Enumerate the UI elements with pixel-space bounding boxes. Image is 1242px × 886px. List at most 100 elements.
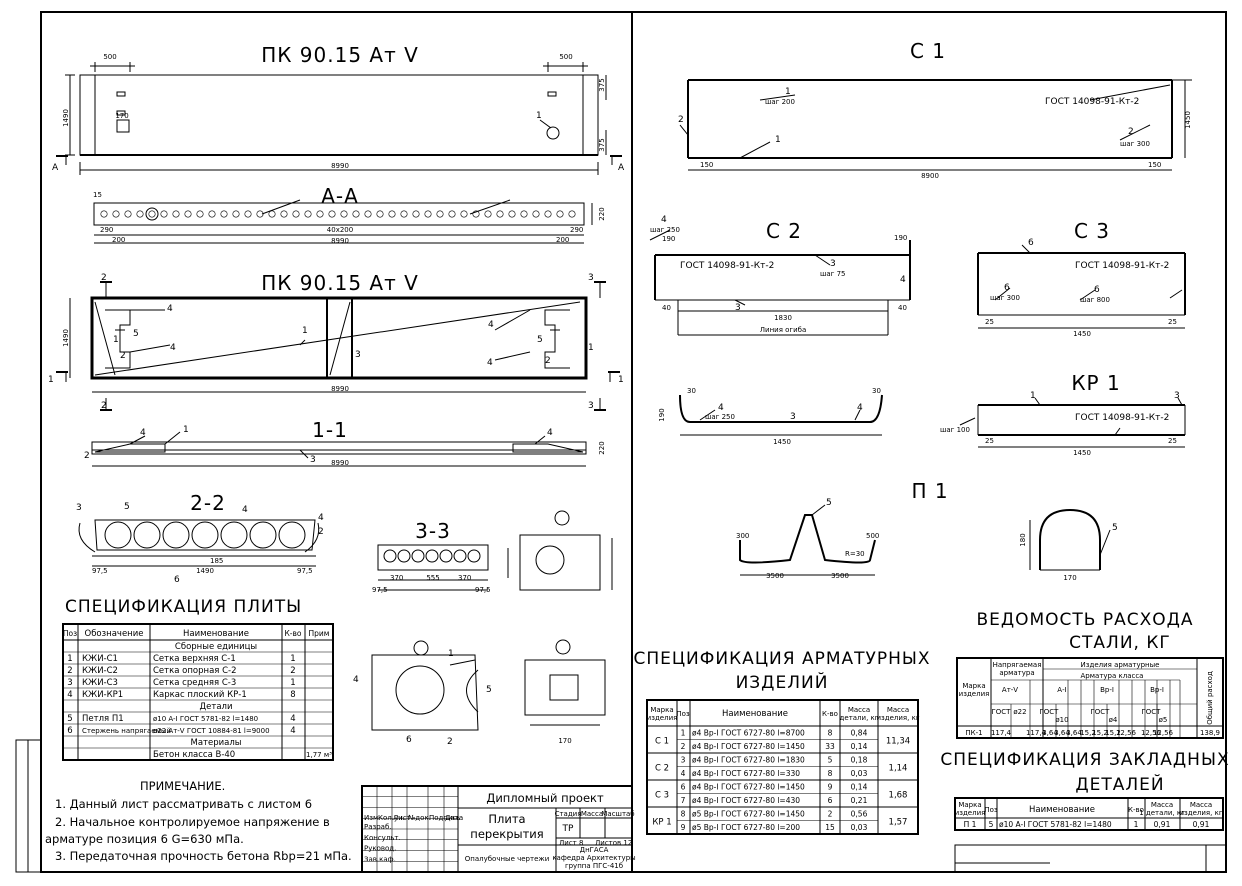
dim-97-22b: 97,5	[297, 567, 313, 575]
dim-555-33: 555	[426, 574, 439, 582]
void-hole	[278, 521, 306, 549]
void-hole	[191, 521, 219, 549]
c3-25b: 25	[1168, 318, 1177, 326]
kp1-pos-8a: 1	[1030, 391, 1036, 401]
table-row: Каркас плоский КР-1	[153, 690, 247, 700]
pos-4-d: 4	[487, 358, 493, 368]
table-row: 1	[290, 678, 295, 688]
kp1-pos-9a: 3	[1174, 391, 1180, 401]
table-border	[954, 797, 1224, 831]
mark-2-bot: 2	[101, 401, 107, 411]
p1-title: П 1	[911, 479, 948, 503]
void-hole	[484, 210, 492, 218]
void-hole	[208, 210, 216, 218]
section-33-drawing	[377, 544, 489, 591]
table-header: Марка	[962, 682, 985, 690]
table-row: 138,9	[1200, 729, 1220, 737]
section-aa-title: А-А	[321, 184, 359, 208]
table-row: 3	[67, 678, 72, 688]
stamp-sheet: Лист 8	[559, 839, 583, 847]
void-hole	[532, 210, 540, 218]
p1-3500b: 3500	[831, 572, 849, 580]
table-header: Наименование	[722, 709, 788, 719]
pos-3-a: 3	[355, 350, 361, 360]
void-hole	[148, 210, 156, 218]
p1-500: 500	[866, 532, 879, 540]
c2-step75: шаг 75	[820, 270, 846, 278]
c3-mesh	[977, 244, 1186, 329]
table-row: 1,77 м³	[306, 751, 332, 759]
void-hole	[520, 210, 528, 218]
c1-150b: 150	[1148, 161, 1161, 169]
c2-190a: 190	[662, 235, 675, 243]
void-hole	[424, 210, 432, 218]
table-row: КЖИ-С3	[82, 678, 118, 688]
c2-pos-3b: 3	[735, 303, 741, 313]
pos-1-node: 1	[448, 649, 454, 659]
table-row: Материалы	[191, 738, 242, 748]
table-row: 0,91	[1193, 820, 1210, 829]
c2-40a: 40	[662, 304, 671, 312]
void-hole	[160, 210, 168, 218]
stamp-subtitle: Опалубочные чертежи	[465, 855, 550, 863]
section-mark-a-left: А	[52, 163, 59, 173]
c3-1450: 1450	[1073, 330, 1091, 338]
table-row: Сетка верхняя С-1	[153, 654, 236, 664]
right-stamp	[954, 844, 1227, 873]
slab-reinforcement-plan	[56, 281, 620, 411]
note-3: арматуре позиция 6 G=630 мПа.	[45, 832, 244, 846]
table-header: Общий расход	[1206, 671, 1214, 725]
dim-185-22: 185	[210, 557, 223, 565]
pos-1-11: 1	[183, 425, 189, 435]
void-hole	[133, 521, 161, 549]
table-row: 3,64	[1066, 729, 1082, 737]
void-hole	[316, 210, 324, 218]
kp1-1450: 1450	[1073, 449, 1091, 457]
table-row: 2	[290, 666, 295, 676]
pos-1-b: 1	[302, 326, 308, 336]
table-header: Марка	[650, 706, 673, 714]
void-hole	[453, 549, 467, 563]
table-row: 8	[681, 810, 686, 819]
table-row: ø4 Вр-I ГОСТ 6727-80 l=1830	[692, 756, 805, 765]
table-header: ГОСТ	[1142, 708, 1162, 716]
table-row: ø4 Вр-I ГОСТ 6727-80 l=330	[692, 769, 800, 778]
c2d-30a: 30	[687, 387, 696, 395]
stamp-header: №док.	[408, 814, 431, 822]
pos-4-a: 4	[167, 304, 173, 314]
kp1-frame	[959, 397, 1186, 448]
table-row: ø22 Ат-V ГОСТ 10884-81 l=9000	[153, 727, 270, 735]
note-2: 2. Начальное контролируемое напряжение в	[55, 815, 330, 829]
table-header: арматура	[999, 669, 1034, 677]
table-row: 2	[828, 810, 833, 819]
stamp-header: Дата	[445, 814, 463, 822]
table-header: Масса	[848, 706, 870, 714]
section-22-drawing	[78, 519, 320, 567]
table-header: Прим	[309, 629, 330, 638]
p1-r30: R=30	[845, 550, 865, 558]
dim-8990-aa: 8990	[331, 237, 349, 245]
void-hole	[124, 210, 132, 218]
table-header: детали, кг	[840, 714, 879, 722]
void-hole	[544, 210, 552, 218]
table-row: 6	[681, 783, 686, 792]
table-header: Поз	[984, 806, 998, 814]
pos-4-c: 4	[488, 320, 494, 330]
table-row: 5	[67, 714, 72, 724]
pos-4-11a: 4	[140, 428, 146, 438]
void-hole	[184, 210, 192, 218]
c1-gost: ГОСТ 14098-91-Кт-2	[1045, 97, 1139, 107]
c2-bend: Линия огиба	[760, 326, 807, 334]
table-row: ø5 Вр-I ГОСТ 6727-80 l=200	[692, 823, 800, 832]
void-hole	[136, 210, 144, 218]
table-row: С 3	[655, 791, 669, 801]
table-header: изделия, кг	[876, 714, 919, 722]
void-hole	[460, 210, 468, 218]
c2-gost: ГОСТ 14098-91-Кт-2	[680, 261, 774, 271]
table-border	[956, 657, 1224, 739]
c1-step300: шаг 300	[1120, 140, 1150, 148]
table-row: 0,03	[851, 823, 868, 832]
table-header: Масса	[1151, 801, 1173, 809]
table-row: 8	[290, 690, 295, 700]
dim-375-top: 375	[598, 78, 606, 91]
